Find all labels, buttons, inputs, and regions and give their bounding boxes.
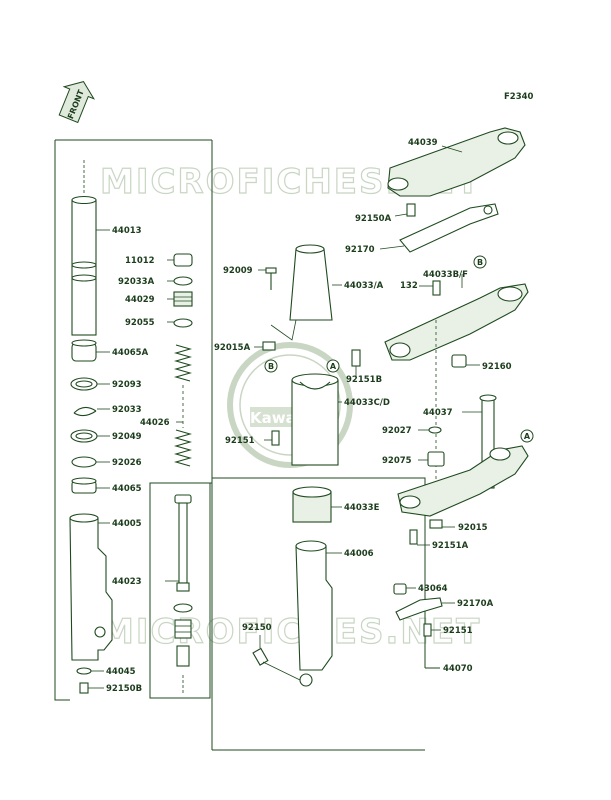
seal-92049 — [70, 429, 110, 443]
svg-text:B: B — [268, 362, 274, 371]
callout-a-right: A — [520, 429, 534, 443]
washer-92026 — [71, 456, 110, 468]
cover-44033A — [289, 244, 342, 321]
label-92150A: 92150A — [355, 214, 392, 224]
spring-44026 — [173, 344, 193, 467]
fork-frame-left — [54, 140, 70, 701]
label-44045: 44045 — [106, 667, 136, 677]
seal-92093 — [70, 377, 110, 391]
bolt-92151-right — [423, 623, 441, 637]
svg-text:B: B — [477, 258, 483, 267]
damper-rod-44023 — [165, 494, 193, 695]
label-92049: 92049 — [112, 432, 142, 442]
cover-44033E — [292, 486, 342, 523]
oring-92055 — [167, 318, 193, 328]
part-43064 — [393, 583, 416, 595]
bushing-92075 — [418, 451, 445, 467]
label-92009: 92009 — [223, 266, 253, 276]
nut-92015 — [429, 519, 455, 529]
label-92026: 92026 — [112, 458, 142, 468]
washer-92027 — [418, 426, 442, 434]
label-92055: 92055 — [125, 318, 155, 328]
label-92015: 92015 — [458, 523, 488, 533]
clip-92033 — [73, 406, 110, 417]
label-92033A: 92033A — [118, 277, 155, 287]
figure-code: F2340 — [504, 92, 534, 102]
guide-bushing-44065A — [71, 339, 110, 362]
svg-text:A: A — [524, 432, 531, 441]
callout-b-middle: B — [264, 359, 278, 373]
label-44033CD: 44033C/D — [344, 398, 390, 408]
label-44006: 44006 — [344, 549, 374, 559]
washer-44045 — [76, 667, 104, 675]
cap-11012 — [167, 253, 193, 267]
label-44033A: 44033/A — [344, 281, 384, 291]
bolt-92151-mid — [264, 430, 280, 446]
label-44013: 44013 — [112, 226, 142, 236]
label-44037: 44037 — [423, 408, 453, 418]
bolt-92150A — [394, 203, 416, 217]
label-92170A: 92170A — [457, 599, 494, 609]
label-92170: 92170 — [345, 245, 375, 255]
label-44065: 44065 — [112, 484, 142, 494]
part-labels: 44039 92150A 92170 44033B/F 132 92160 44… — [106, 138, 512, 694]
label-92151-mid: 92151 — [225, 436, 255, 446]
label-132: 132 — [400, 281, 418, 291]
bolt-44029 — [167, 291, 193, 307]
label-92150: 92150 — [242, 623, 272, 633]
callout-b-right: B — [473, 255, 487, 269]
bushing-44065 — [71, 477, 110, 494]
ring-92033A — [167, 276, 193, 286]
bolt-92151B — [351, 349, 361, 378]
clamp-92170 — [379, 203, 499, 253]
label-44029: 44029 — [125, 295, 155, 305]
label-44026: 44026 — [140, 418, 170, 428]
nut-92015A — [254, 319, 297, 351]
label-92151A: 92151A — [432, 541, 469, 551]
label-43064: 43064 — [418, 584, 448, 594]
label-92033: 92033 — [112, 405, 142, 415]
bolt-92151A — [409, 529, 430, 546]
label-92151B: 92151B — [346, 375, 382, 385]
cover-44033CD — [291, 373, 342, 466]
label-92093: 92093 — [112, 380, 142, 390]
label-44065A: 44065A — [112, 348, 149, 358]
label-92160: 92160 — [482, 362, 512, 372]
outer-tube-44005 — [69, 513, 113, 661]
label-92027: 92027 — [382, 426, 412, 436]
bolt-132 — [419, 280, 441, 296]
screw-92009 — [258, 267, 277, 290]
lower-bracket-stem — [397, 445, 529, 517]
label-44070: 44070 — [443, 664, 473, 674]
upper-bracket-44039 — [387, 127, 526, 197]
bolt-92150 — [252, 635, 301, 681]
label-92015A: 92015A — [214, 343, 251, 353]
lower-bracket-44033BF — [384, 274, 529, 361]
front-arrow-icon: FRONT — [58, 81, 96, 124]
label-44039: 44039 — [408, 138, 438, 148]
label-44033E: 44033E — [344, 503, 380, 513]
label-44033BF: 44033B/F — [423, 270, 468, 280]
label-92150B: 92150B — [106, 684, 142, 694]
label-11012: 11012 — [125, 256, 155, 266]
callout-a-upper: A — [326, 359, 340, 373]
clamp-92170A — [395, 597, 455, 621]
outer-tube-44006 — [295, 540, 342, 687]
bolt-92150B — [79, 682, 104, 694]
svg-text:A: A — [330, 362, 337, 371]
label-44023: 44023 — [112, 577, 142, 587]
inner-tube-44013 — [71, 160, 110, 336]
label-44005: 44005 — [112, 519, 142, 529]
label-92075: 92075 — [382, 456, 412, 466]
damper-92160 — [451, 354, 480, 368]
damper-frame — [149, 482, 211, 699]
label-92151-right: 92151 — [443, 626, 473, 636]
watermark-bottom: MICROFICHES.NET — [100, 612, 481, 652]
